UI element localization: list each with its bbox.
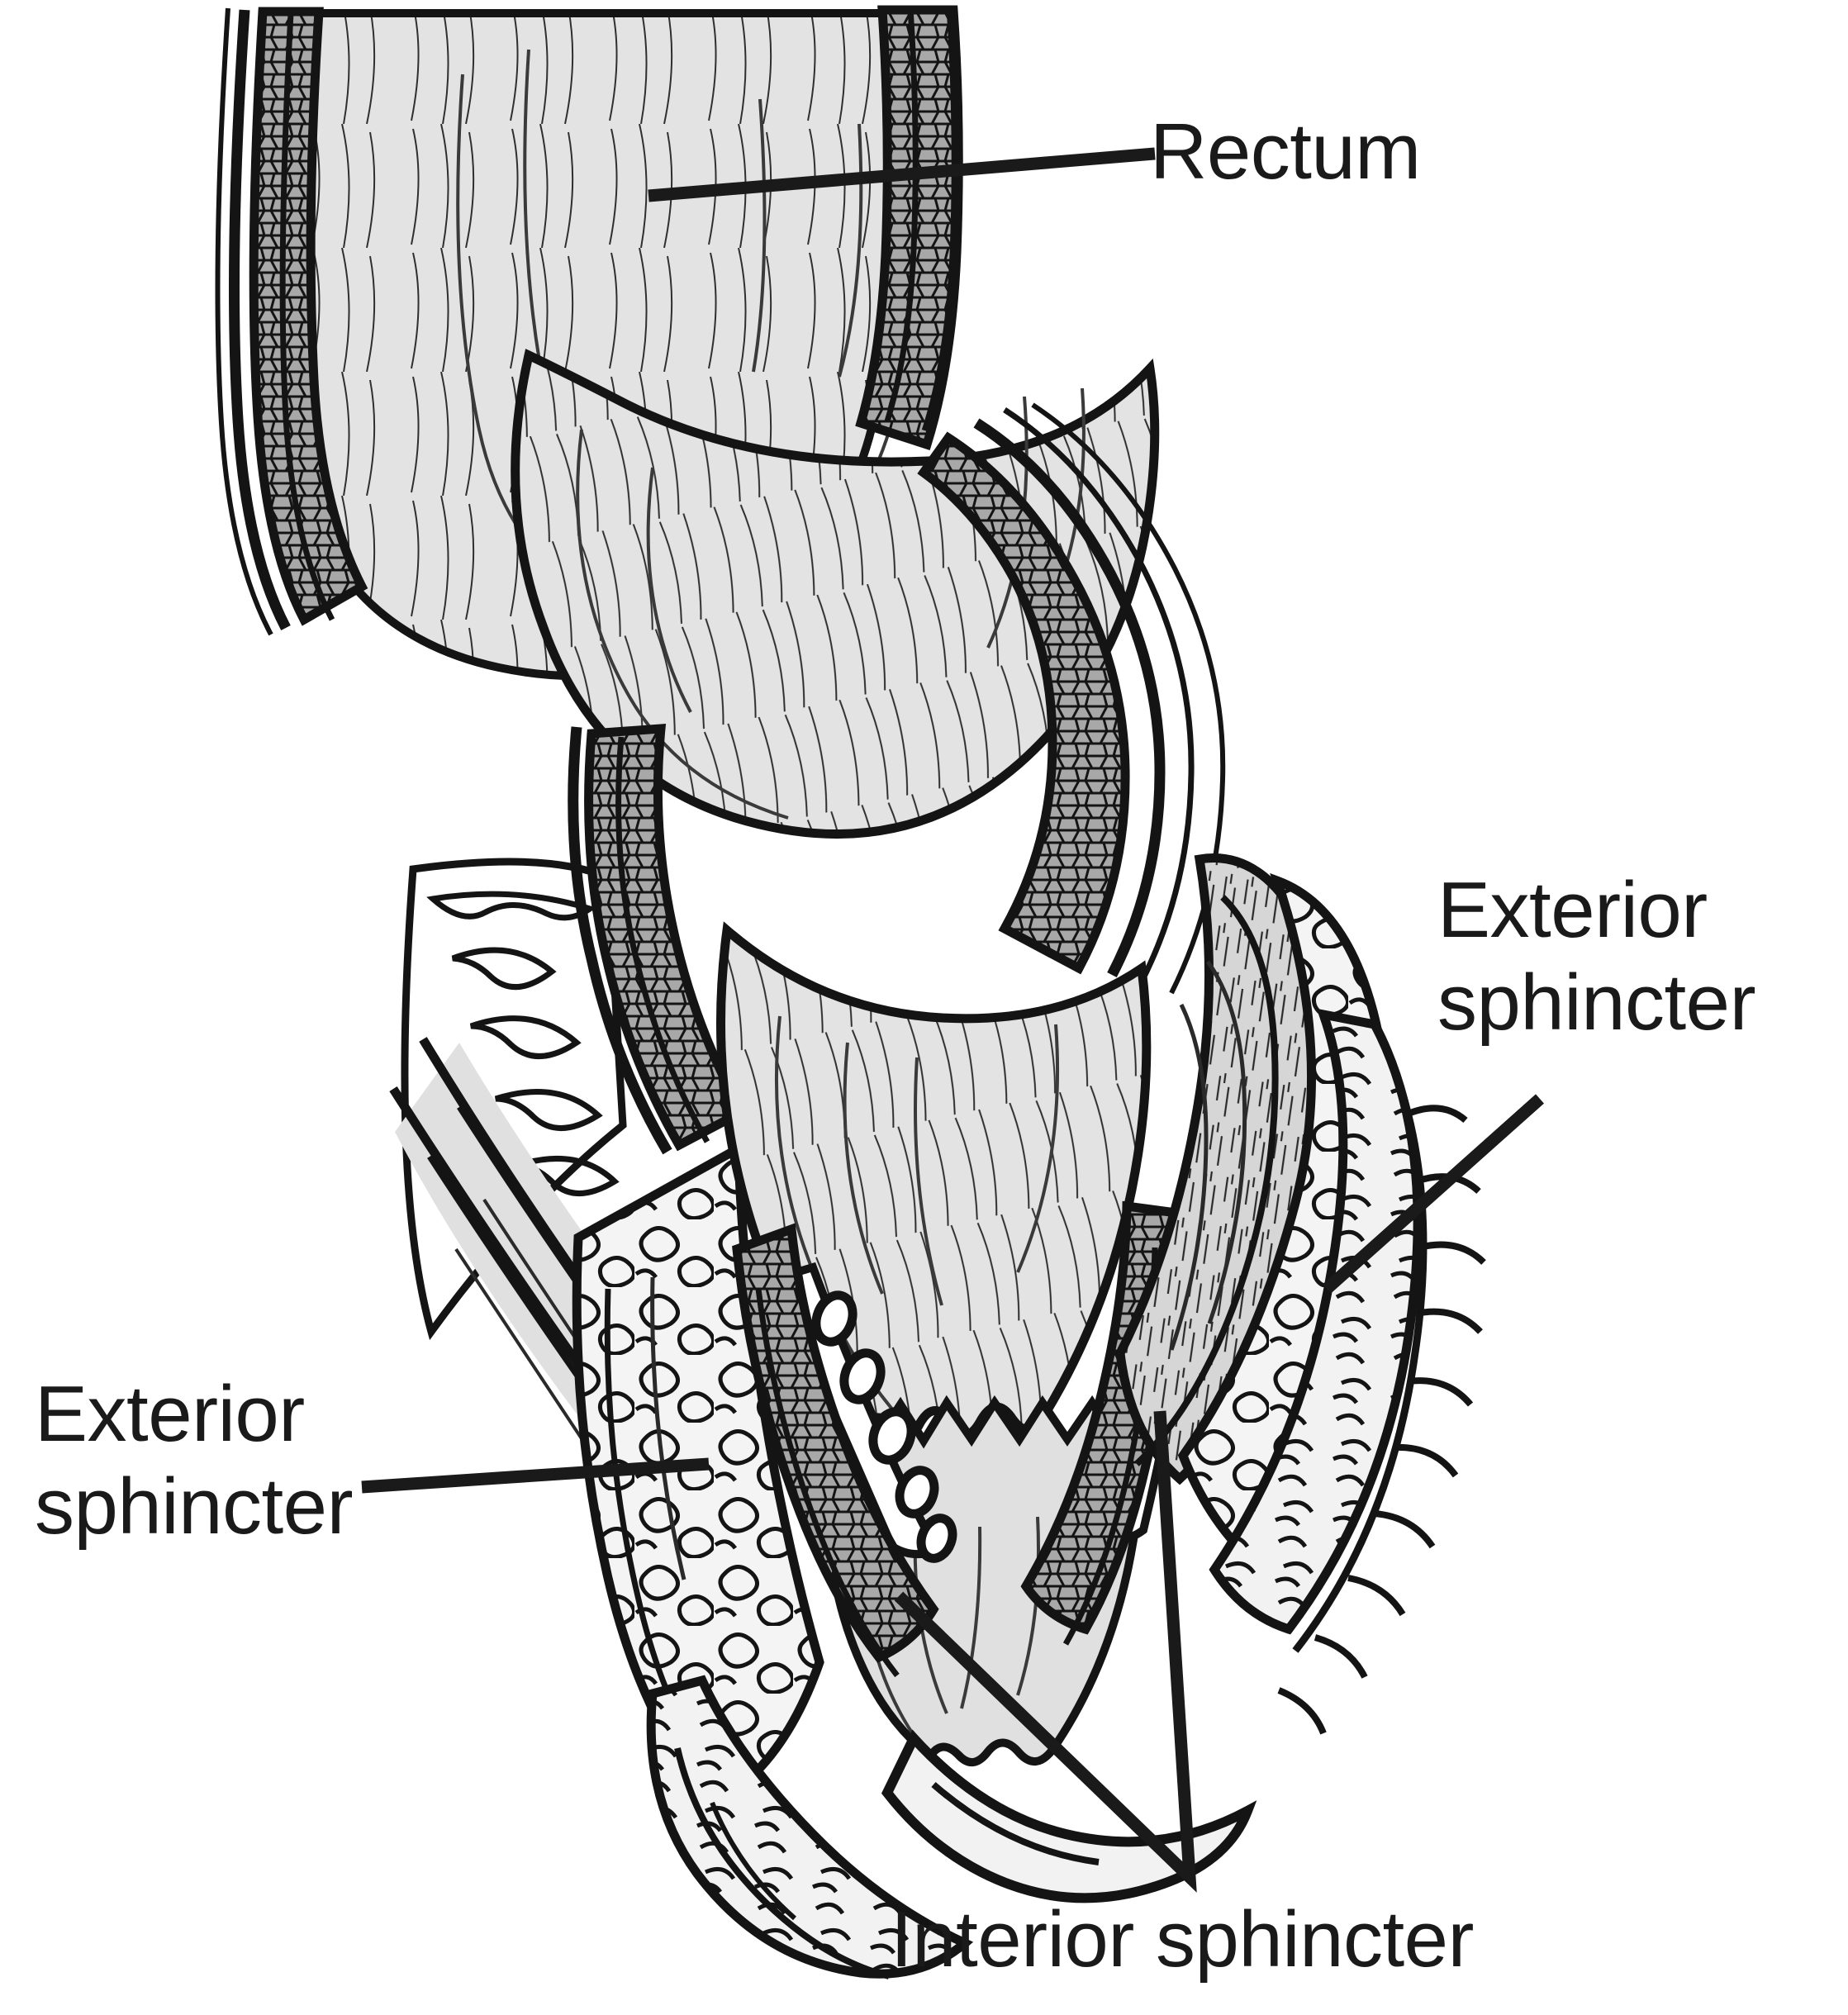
rectal-wall-left [215,7,368,636]
perianal-skin-right [1209,1008,1486,1735]
perianal-skin-left [646,1675,974,1979]
label-rectum: Rectum [1150,107,1421,196]
label-interior-sphincter: Interior sphincter [891,1895,1474,1984]
internal-sphincter-left [732,1223,939,1678]
leader-interior-sphincter [894,1410,1197,1893]
label-line-1: Exterior [35,1370,305,1458]
leader-exterior-sphincter-right [1323,1094,1544,1294]
leader-lines [361,147,1544,1893]
leader-exterior-sphincter-left [361,1457,710,1494]
hemorrhoidal-plexus-left [774,1262,957,1563]
label-line-1: Exterior [1437,866,1708,954]
rectal-wall-right-bulge [917,402,1226,995]
rectal-wall-left-narrow [568,724,748,1155]
anal-verge [881,1729,1257,1903]
label-line-2: sphincter [35,1462,354,1552]
label-line-2: sphincter [1437,958,1756,1048]
leader-rectum [648,147,1156,202]
